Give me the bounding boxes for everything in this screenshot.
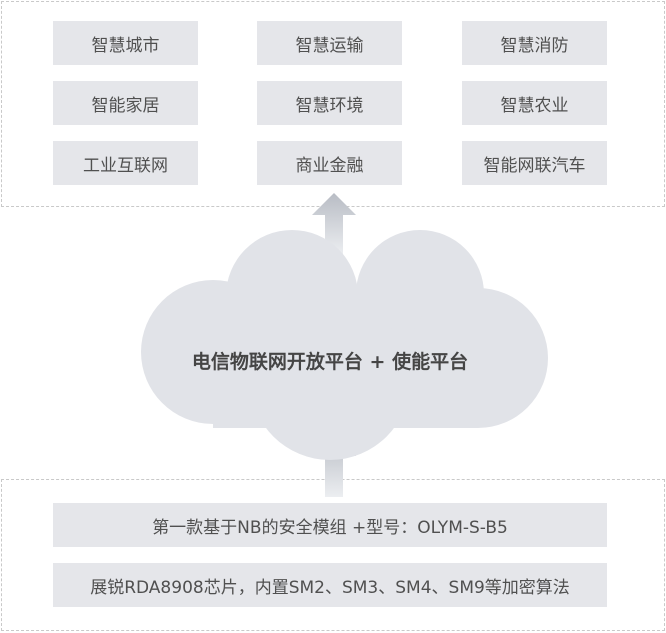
app-tile-connected-vehicle: 智能网联汽车 bbox=[462, 141, 607, 185]
platform-label: 电信物联网开放平台 + 使能平台 bbox=[191, 350, 469, 373]
app-tile-industrial-internet: 工业互联网 bbox=[53, 141, 198, 185]
app-tile-smart-city: 智慧城市 bbox=[53, 21, 198, 65]
chip-encryption-bar: 展锐RDA8908芯片，内置SM2、SM3、SM4、SM9等加密算法 bbox=[53, 563, 607, 607]
app-tile-smart-fire: 智慧消防 bbox=[462, 21, 607, 65]
arrow-up-icon bbox=[312, 193, 356, 255]
app-tile-smart-agriculture: 智慧农业 bbox=[462, 81, 607, 125]
cloud-shape bbox=[141, 230, 548, 460]
app-tile-commercial-finance: 商业金融 bbox=[257, 141, 402, 185]
app-tile-smart-environment: 智慧环境 bbox=[257, 81, 402, 125]
app-tile-smart-transport: 智慧运输 bbox=[257, 21, 402, 65]
module-model-bar: 第一款基于NB的安全模组 +型号：OLYM-S-B5 bbox=[53, 503, 607, 547]
app-tile-smart-home: 智能家居 bbox=[53, 81, 198, 125]
